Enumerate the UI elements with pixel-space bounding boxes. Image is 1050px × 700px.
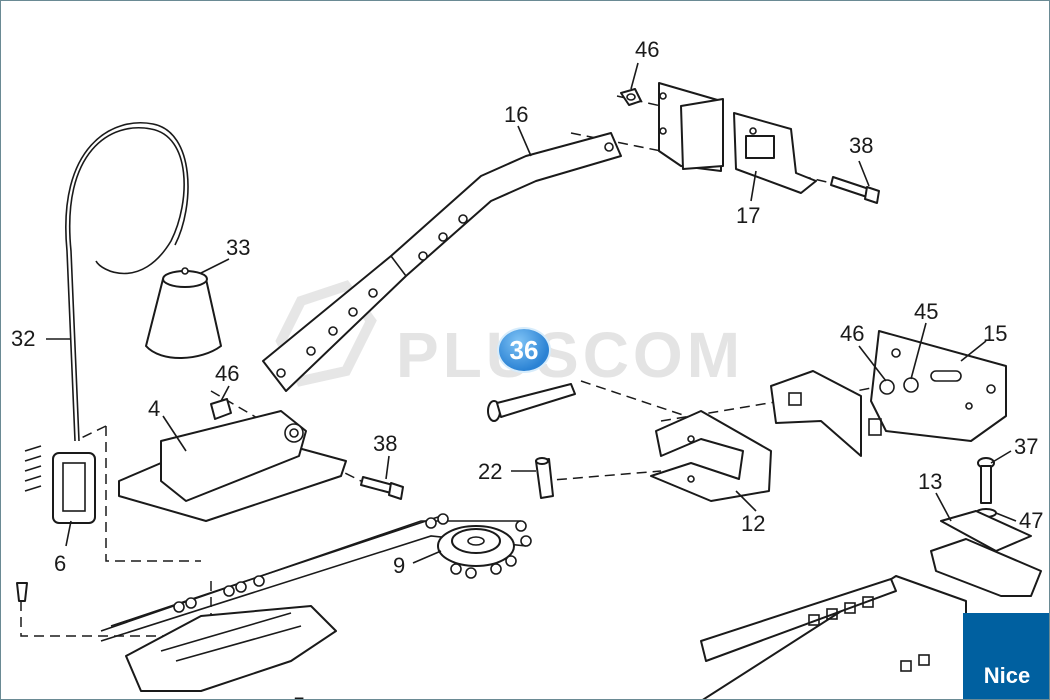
callout-38-middle: 38 xyxy=(373,431,397,456)
callout-46-middle: 46 xyxy=(215,361,239,386)
callout-5: 5 xyxy=(293,693,305,700)
cap-33 xyxy=(145,267,222,359)
callout-4: 4 xyxy=(148,396,160,421)
callout-38-top: 38 xyxy=(849,133,873,158)
watermark-text: PLUSCOM xyxy=(396,319,744,391)
bracket-12 xyxy=(650,410,772,502)
base-4 xyxy=(118,410,347,522)
pin-22 xyxy=(535,457,554,499)
leader-lines xyxy=(46,62,1017,564)
callout-6: 6 xyxy=(54,551,66,576)
rail xyxy=(700,575,967,699)
callout-17: 17 xyxy=(736,203,760,228)
carriage-5 xyxy=(125,605,337,692)
bolt-38-top xyxy=(830,176,880,204)
nut-46-top xyxy=(620,88,642,106)
chain-9 xyxy=(100,513,532,642)
handle-6 xyxy=(24,445,96,524)
callout-15: 15 xyxy=(983,321,1007,346)
callout-37: 37 xyxy=(1014,434,1038,459)
callout-45: 45 xyxy=(914,299,938,324)
callout-33: 33 xyxy=(226,235,250,260)
nut-46-middle xyxy=(210,398,232,420)
chain-links xyxy=(173,513,532,613)
callout-46-top: 46 xyxy=(635,37,659,62)
callout-9: 9 xyxy=(393,553,405,578)
callout-16: 16 xyxy=(504,102,528,127)
callout-22: 22 xyxy=(478,459,502,484)
highlighted-part-badge[interactable]: 36 xyxy=(499,329,549,371)
brand-logo: Nice xyxy=(963,613,1049,699)
bolt-38-middle xyxy=(360,476,404,500)
watermark: PLUSCOM xyxy=(275,280,744,391)
bracket-15 xyxy=(770,330,1007,457)
callout-13: 13 xyxy=(918,469,942,494)
bolt-36 xyxy=(487,383,576,422)
bolt-37 xyxy=(975,457,997,518)
callout-46-right: 46 xyxy=(840,321,864,346)
bracket-17 xyxy=(658,82,817,194)
callout-32: 32 xyxy=(11,326,35,351)
callout-labels: 46 16 38 17 33 32 46 4 38 6 46 45 15 22 … xyxy=(11,37,1043,700)
shuttle-13 xyxy=(930,510,1042,597)
arm-16 xyxy=(262,132,622,392)
screw-left xyxy=(16,582,28,602)
callout-47: 47 xyxy=(1019,508,1043,533)
cable-32 xyxy=(65,122,189,442)
callout-12: 12 xyxy=(741,511,765,536)
